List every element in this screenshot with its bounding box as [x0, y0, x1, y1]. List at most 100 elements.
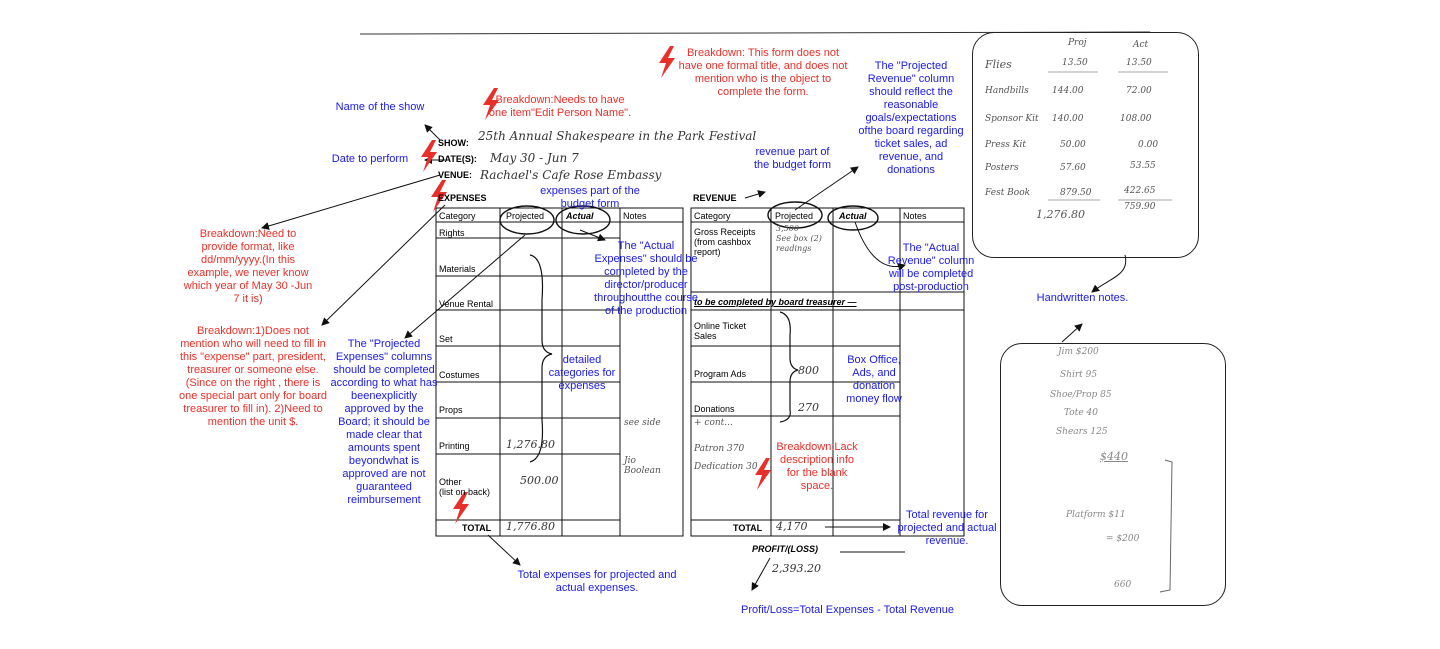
rev-row-program: Program Ads [694, 369, 747, 379]
bolt-icon [659, 46, 675, 78]
notes1-row-act: 108.00 [1120, 114, 1152, 124]
notes1-head-proj: Proj [1068, 38, 1087, 48]
notes1-row-proj: 144.00 [1052, 86, 1084, 96]
exp-row-materials: Materials [439, 264, 476, 274]
ann-handwritten-notes: Handwritten notes. [1036, 292, 1129, 304]
ann-actual-revenue: The "Actual Revenue" column will be comp… [887, 242, 975, 293]
notes2-line: Jim $200 [1058, 347, 1099, 357]
ann-bd-edit-person: Breakdown:Needs to have one item"Edit Pe… [488, 94, 632, 119]
rev-hw-gross: 3,500 See box (2) readings [776, 224, 822, 253]
handwritten-notes-box-1 [972, 32, 1199, 258]
notes1-row-proj: 13.50 [1062, 58, 1088, 68]
rev-hw-dedication: Dedication 30 [694, 462, 758, 472]
rev-row-donations: Donations [694, 404, 735, 414]
ann-detailed-categories: detailed categories for expenses [548, 354, 616, 392]
ann-actual-expenses: The "Actual Expenses" should be complete… [594, 240, 698, 317]
ann-revenue-part: revenue part of the budget form [753, 146, 832, 171]
arrow-profit [751, 557, 771, 591]
exp-hw-other-note: Jio Boolean [624, 456, 661, 476]
rev-total-value: 4,170 [776, 520, 808, 533]
notes1-total-act: 759.90 [1124, 202, 1156, 212]
arrow-name-show [424, 124, 441, 141]
expenses-grid [435, 207, 684, 537]
exp-row-venue: Venue Rental [439, 299, 494, 309]
arrow-projected-revenue [794, 166, 859, 211]
rev-col-notes: Notes [903, 211, 927, 221]
ann-name-show: Name of the show [335, 101, 425, 113]
exp-row-props: Props [439, 405, 463, 415]
venue-label: VENUE: [438, 170, 473, 180]
bolt-icon [431, 180, 447, 212]
notes1-row-proj: 140.00 [1052, 114, 1084, 124]
venue-value: Rachael's Cafe Rose Embassy [480, 168, 662, 182]
ann-projected-revenue: The "Projected Revenue" column should re… [858, 60, 964, 176]
notes1-row-proj: 50.00 [1060, 140, 1086, 150]
handwritten-notes-box-2 [1000, 343, 1226, 606]
bolt-icon [421, 140, 437, 172]
notes2-other2: = $200 [1106, 534, 1140, 544]
arrow-who-fill [321, 204, 446, 326]
notes-box2-bracket [1159, 459, 1173, 593]
profit-value: 2,393.20 [772, 562, 821, 575]
ann-bd-lack-desc: Breakdown:Lack description info for the … [776, 441, 858, 492]
notes1-row-label: Press Kit [985, 140, 1027, 150]
arrow-notes-1 [1091, 254, 1127, 293]
exp-row-other: Other (list on back) [439, 477, 491, 497]
brace-revenue [779, 311, 799, 423]
rev-row-gross: Gross Receipts (from cashbox report) [694, 227, 756, 257]
notes1-row-act: 53.55 [1130, 161, 1156, 171]
exp-col-actual: Actual [566, 211, 594, 221]
profit-label: PROFIT/(LOSS) [752, 544, 818, 554]
arrow-total-expenses [487, 534, 521, 566]
notes1-row-label: Flies [985, 58, 1012, 71]
show-value: 25th Annual Shakespeare in the Park Fest… [478, 129, 757, 143]
notes1-row-label: Handbills [985, 86, 1029, 96]
ellipse-actual-rev [827, 205, 879, 231]
exp-hw-other: 500.00 [520, 474, 559, 487]
rev-col-actual: Actual [839, 211, 867, 221]
expenses-title: EXPENSES [438, 193, 487, 203]
notes1-head-act: Act [1133, 40, 1149, 50]
exp-col-projected: Projected [506, 211, 545, 221]
notes2-line: Shears 125 [1056, 427, 1108, 437]
bolt-icon [483, 88, 499, 120]
notes2-sum: $440 [1100, 450, 1128, 463]
rev-col-projected: Projected [775, 211, 814, 221]
arrow-notes-2 [1061, 323, 1083, 343]
arrow-projected-expenses [404, 234, 526, 339]
rev-hw-donations: 270 [798, 401, 819, 414]
exp-row-set: Set [439, 334, 453, 344]
rev-total-label: TOTAL [733, 523, 763, 533]
exp-hw-props-note: see side [624, 418, 661, 428]
ann-bd-who-fill: Breakdown:1)Does not mention who will ne… [179, 325, 327, 428]
show-label: SHOW: [438, 138, 469, 148]
rev-treasurer-note: to be completed by board treasurer — [694, 297, 857, 307]
bolt-icon [755, 458, 771, 490]
ann-bd-format: Breakdown:Need to provide format, like d… [183, 228, 313, 305]
notes1-row-proj: 879.50 [1060, 188, 1092, 198]
ann-date-perform: Date to perform [331, 153, 409, 165]
ann-bd-no-title: Breakdown: This form does not have one f… [678, 47, 848, 98]
arrow-format [261, 174, 441, 230]
notes1-row-act: 72.00 [1126, 86, 1152, 96]
rev-col-category: Category [694, 211, 731, 221]
revenue-grid [690, 207, 965, 537]
notes1-row-act: 0.00 [1138, 140, 1159, 150]
rev-hw-patron: Patron 370 [694, 444, 745, 454]
notes1-row-label: Posters [985, 163, 1019, 173]
ann-total-expenses: Total expenses for projected and actual … [517, 569, 677, 594]
revenue-title: REVENUE [693, 193, 737, 203]
ann-projected-expenses: The "Projected Expenses" columns should … [330, 338, 438, 506]
rev-hw-donations-note: + cont... [694, 418, 733, 428]
exp-col-category: Category [439, 211, 476, 221]
notes2-bottom: 660 [1114, 580, 1132, 590]
exp-row-costumes: Costumes [439, 370, 480, 380]
ellipse-projected-rev [767, 201, 823, 229]
notes1-row-act: 13.50 [1126, 58, 1152, 68]
exp-row-printing: Printing [439, 441, 470, 451]
notes2-line: Shirt 95 [1060, 370, 1098, 380]
dates-label: DATE(S): [438, 154, 477, 164]
ellipse-actual-exp [555, 205, 611, 235]
rev-hw-program: 800 [798, 364, 819, 377]
